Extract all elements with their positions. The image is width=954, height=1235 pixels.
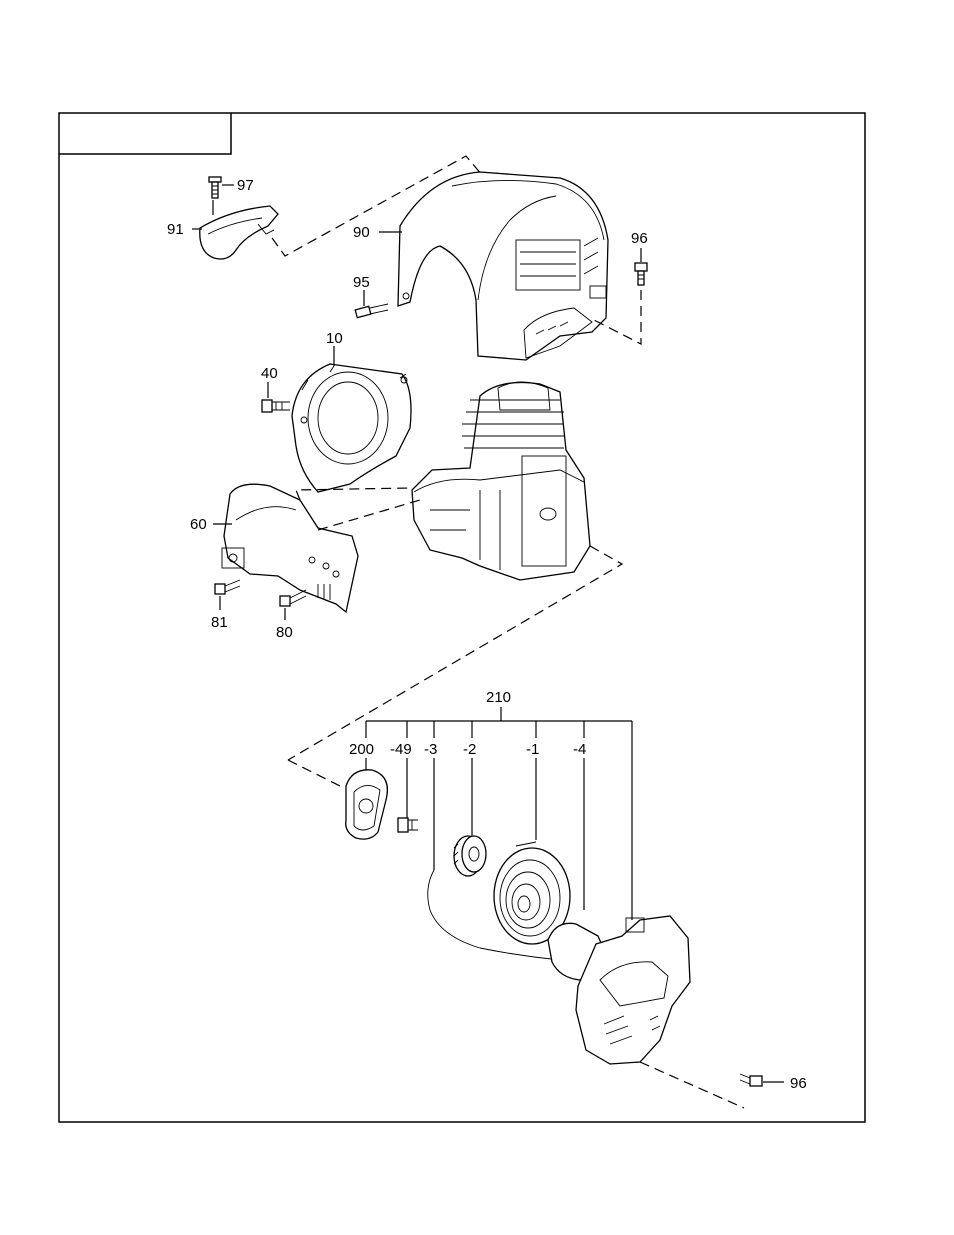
screw-81-icon (215, 580, 240, 594)
label-80: 80 (276, 624, 293, 641)
title-box (59, 113, 231, 154)
screw-96-bottom-icon (740, 1074, 762, 1086)
label-40: 40 (261, 365, 278, 382)
cover-cap-91-icon (200, 206, 278, 259)
starter-case-4-icon (548, 916, 690, 1064)
label-49: -49 (390, 741, 412, 758)
shroud-plate-60-icon (222, 484, 358, 612)
screw-80-icon (280, 590, 306, 606)
label-60: 60 (190, 516, 207, 533)
screw-95-icon (355, 304, 388, 318)
label-96-top: 96 (631, 230, 648, 247)
label-91: 91 (167, 221, 184, 238)
pulley-2-icon (454, 836, 486, 876)
dash-60-top (296, 488, 410, 500)
label-200: 200 (349, 741, 374, 758)
starter-handle-200-icon (346, 770, 388, 839)
fan-housing-10-icon (292, 364, 411, 492)
label-2: -2 (463, 741, 476, 758)
dash-60-mid (318, 500, 420, 530)
label-1: -1 (526, 741, 539, 758)
dash-96-bottom (640, 1062, 744, 1108)
bolt-97-icon (209, 177, 221, 198)
engine-block-icon (412, 382, 590, 580)
label-81: 81 (211, 614, 228, 631)
label-3: -3 (424, 741, 437, 758)
screw-40-icon (262, 400, 290, 412)
engine-cover-90-icon (398, 172, 608, 360)
label-97: 97 (237, 177, 254, 194)
label-90: 90 (353, 224, 370, 241)
dash-to-handle (288, 760, 340, 786)
label-10: 10 (326, 330, 343, 347)
label-96-bottom: 96 (790, 1075, 807, 1092)
label-210: 210 (486, 689, 511, 706)
screw-49-icon (398, 818, 418, 832)
label-4: -4 (573, 741, 586, 758)
screw-96-top-icon (635, 263, 647, 285)
label-95: 95 (353, 274, 370, 291)
